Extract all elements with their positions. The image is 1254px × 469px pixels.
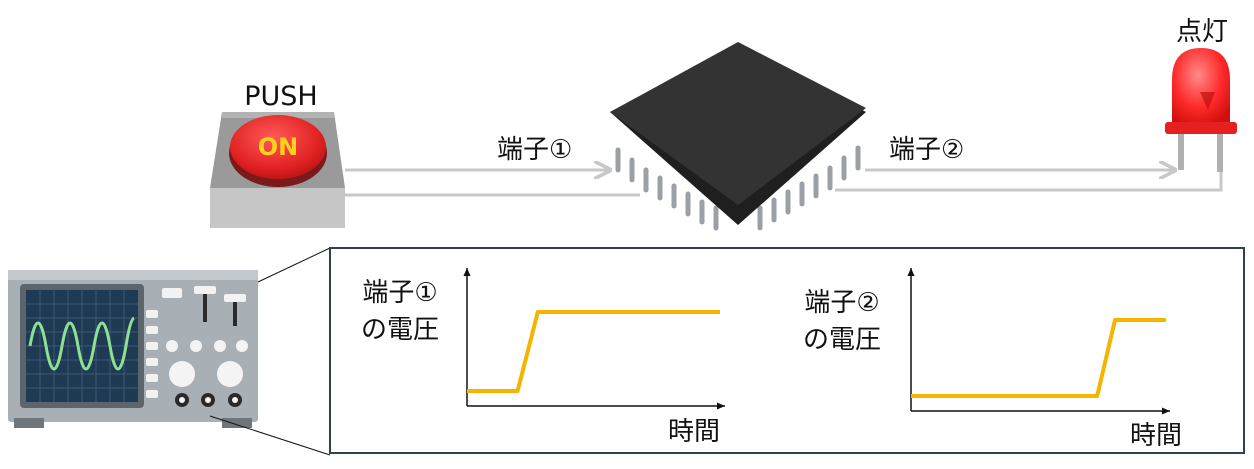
xlabel-1: 時間	[668, 417, 720, 447]
lit-label: 点灯	[1176, 17, 1228, 47]
zoom-line-top	[257, 247, 331, 283]
pin2-label: 端子②	[889, 135, 964, 165]
pin1-label: 端子①	[497, 135, 572, 165]
microchip-icon	[610, 42, 866, 231]
ylabel-2-line1: 端子②	[804, 288, 879, 318]
xlabel-2: 時間	[1130, 421, 1182, 451]
ylabel-2-line2: の電圧	[803, 325, 881, 355]
waveform-panel	[329, 247, 1245, 454]
signal-trace-1	[467, 310, 720, 393]
on-label: ON	[258, 133, 299, 161]
push-label: PUSH	[244, 81, 318, 112]
signal-trace-2	[911, 318, 1166, 398]
wires	[345, 170, 1223, 197]
push-button-icon: ON	[210, 112, 345, 228]
led-icon	[1165, 48, 1237, 172]
chart-pin1-voltage: 端子① の電圧 時間	[361, 268, 725, 447]
ylabel-1-line2: の電圧	[361, 315, 439, 345]
zoom-line-bottom	[209, 415, 331, 456]
oscilloscope-icon	[8, 270, 258, 428]
ylabel-1-line1: 端子①	[362, 278, 437, 308]
wire-led-ground	[835, 170, 1223, 192]
chart-pin2-voltage: 端子② の電圧 時間	[803, 268, 1182, 451]
